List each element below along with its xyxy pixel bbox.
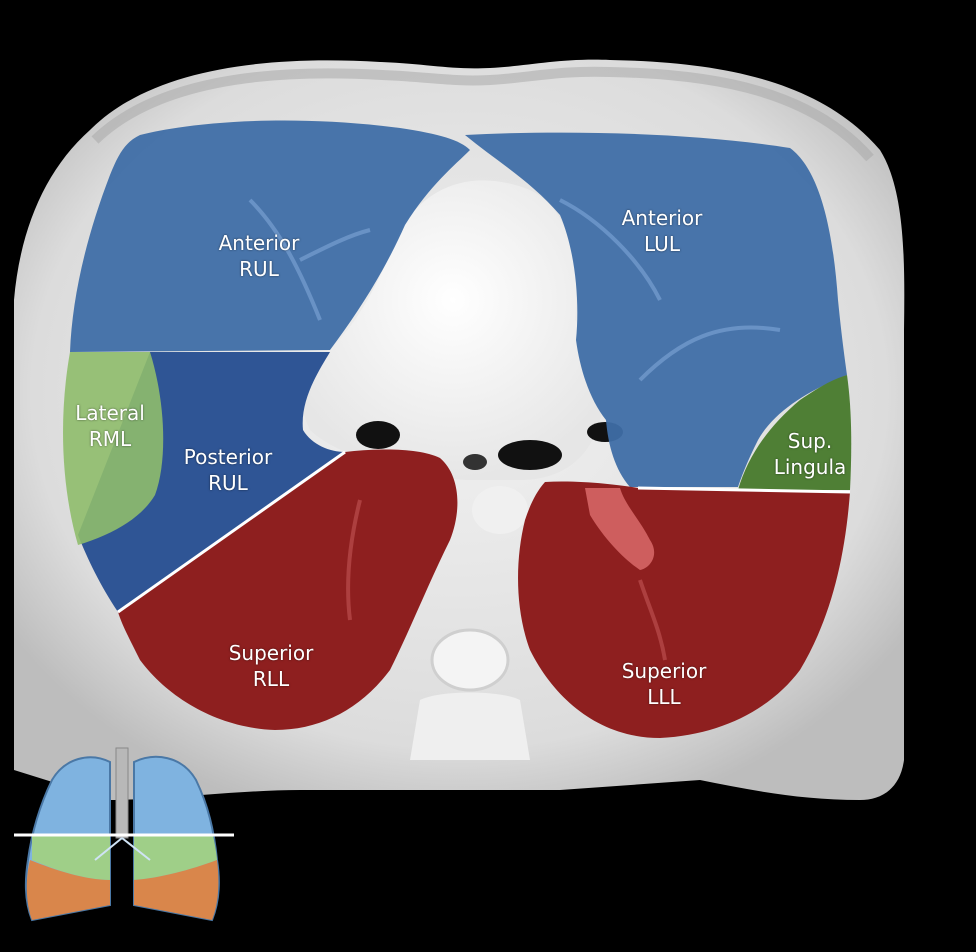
label-sup-lingula: Sup. Lingula	[774, 428, 847, 480]
label-lateral-rml-line2: RML	[88, 427, 132, 451]
label-posterior-rul: Posterior RUL	[184, 444, 272, 496]
esophagus	[463, 454, 487, 470]
label-posterior-rul-line2: RUL	[208, 471, 248, 495]
region-superior-rll	[118, 449, 458, 730]
vertebra	[430, 628, 510, 692]
label-anterior-lul: Anterior LUL	[622, 205, 703, 257]
label-anterior-lul-line1: Anterior	[621, 206, 703, 230]
region-anterior-rul	[70, 120, 470, 352]
label-superior-lll-line2: LLL	[647, 685, 681, 709]
label-superior-lll-line1: Superior	[621, 659, 707, 683]
lung-diagram-icon	[24, 747, 220, 922]
body-rim	[91, 66, 874, 162]
region-sup-lingula	[738, 375, 852, 490]
label-sup-lingula-line1: Sup.	[787, 429, 833, 453]
label-lateral-rml-line1: Lateral	[75, 401, 145, 425]
label-posterior-rul-line1: Posterior	[183, 445, 273, 469]
region-lateral-rml	[63, 352, 164, 545]
right-bronchus	[356, 421, 400, 449]
left-bronchus	[498, 440, 562, 470]
label-anterior-rul: Anterior RUL	[219, 230, 300, 282]
left-fissure-line	[637, 486, 851, 494]
label-superior-rll-line2: RLL	[252, 667, 290, 691]
label-anterior-rul-line1: Anterior	[218, 231, 300, 255]
vessel-markings	[248, 198, 781, 382]
left-hilar-vessel	[585, 488, 655, 570]
label-lateral-rml: Lateral RML	[75, 400, 145, 452]
right-fissure-line	[117, 450, 346, 614]
label-superior-rll-line1: Superior	[228, 641, 314, 665]
label-superior-lll: Superior LLL	[622, 658, 707, 710]
label-anterior-rul-line2: RUL	[239, 257, 279, 281]
label-superior-rll: Superior RLL	[229, 640, 314, 692]
vessel-markings-red	[346, 499, 667, 661]
region-superior-lll	[518, 481, 850, 738]
aorta	[472, 486, 528, 534]
label-anterior-lul-line2: LUL	[644, 232, 680, 256]
spinal-process	[410, 692, 530, 760]
label-sup-lingula-line2: Lingula	[773, 455, 847, 479]
region-anterior-lul	[465, 132, 847, 487]
mediastinum	[301, 180, 604, 481]
